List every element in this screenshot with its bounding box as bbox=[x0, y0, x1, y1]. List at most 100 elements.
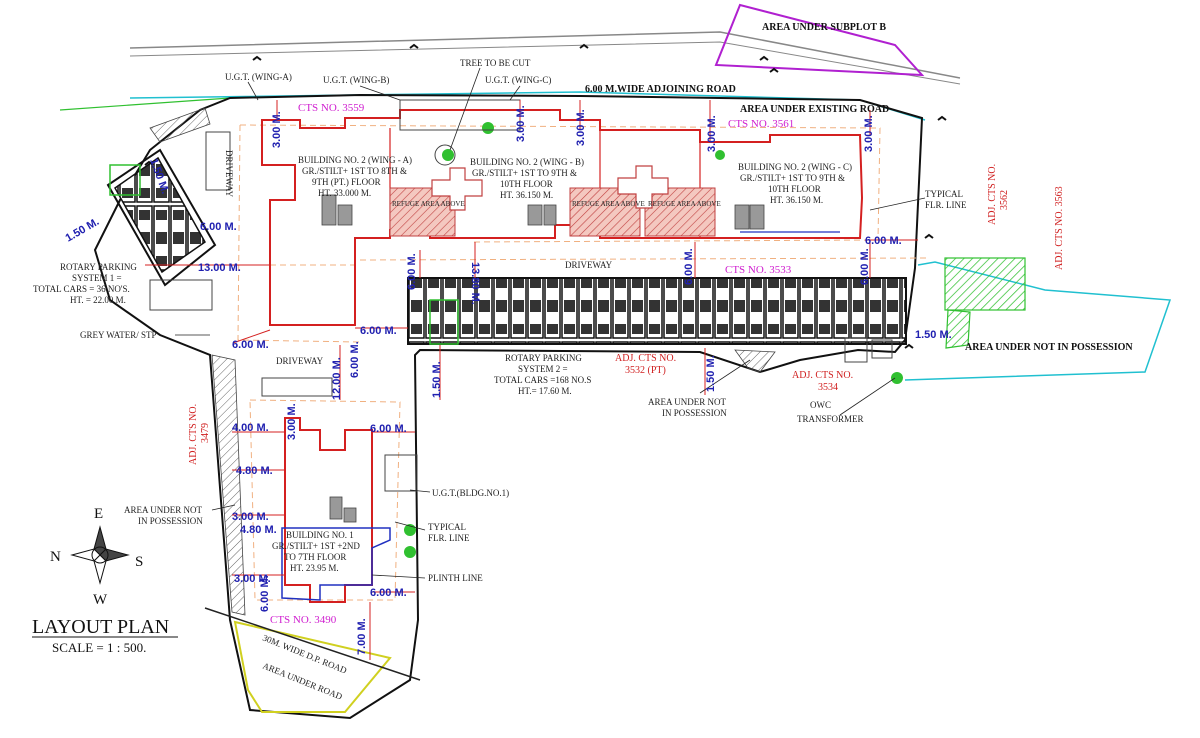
svg-text:3.00 M.: 3.00 M. bbox=[515, 105, 527, 142]
typical-flr-line-top-l1: TYPICAL bbox=[925, 189, 963, 199]
svg-text:7.00 M.: 7.00 M. bbox=[356, 618, 368, 655]
svg-text:3.00 M.: 3.00 M. bbox=[271, 111, 283, 148]
typical-floor-line-bldg1 bbox=[281, 527, 391, 601]
svg-text:3.00 M.: 3.00 M. bbox=[286, 403, 298, 440]
core-blocks bbox=[321, 194, 765, 523]
dim-300-g: 3.00 M. bbox=[232, 511, 269, 523]
dim-600-v2: 6.00 M. bbox=[683, 248, 695, 285]
dim-480-b: 4.80 M. bbox=[240, 524, 277, 536]
subplot-b-label: AREA UNDER SUBPLOT B bbox=[762, 22, 886, 33]
plan-scale: SCALE = 1 : 500. bbox=[52, 640, 146, 655]
dim-300-b: 3.00 M. bbox=[515, 105, 527, 142]
building-wing-b-label: BUILDING NO. 2 (WING - B) GR./STILT+ 1ST… bbox=[470, 157, 584, 200]
svg-text:3479: 3479 bbox=[200, 423, 211, 443]
svg-text:6.00 M.: 6.00 M. bbox=[859, 248, 871, 285]
dim-600-low-left: 6.00 M. bbox=[232, 339, 269, 351]
building-1-label: BUILDING NO. 1 GR./STILT+ 1ST +2ND TO 7T… bbox=[272, 530, 360, 573]
compass-east-label: E bbox=[94, 506, 103, 522]
svg-text:GR./STILT+ 1ST TO 8TH &: GR./STILT+ 1ST TO 8TH & bbox=[302, 166, 407, 176]
svg-text:1.50 M.: 1.50 M. bbox=[64, 216, 102, 245]
svg-text:BUILDING NO. 2 (WING - C): BUILDING NO. 2 (WING - C) bbox=[738, 162, 852, 172]
svg-text:6.00 M.: 6.00 M. bbox=[683, 248, 695, 285]
right-adjoining-region bbox=[904, 257, 1172, 381]
dim-700: 7.00 M. bbox=[356, 618, 368, 655]
svg-text:1.50 M.: 1.50 M. bbox=[705, 355, 717, 392]
dim-300-h: 3.00 M. bbox=[234, 573, 271, 585]
refuge-label-b: REFUGE AREA ABOVE bbox=[392, 200, 465, 208]
adj-cts-3562-label: ADJ. CTS NO. 3562 bbox=[987, 164, 1010, 225]
typical-flr-line-bottom-l1: TYPICAL bbox=[428, 522, 466, 532]
svg-text:10TH FLOOR: 10TH FLOOR bbox=[500, 179, 553, 189]
owc-label: OWC bbox=[810, 400, 831, 410]
adj-cts-3479-label: ADJ. CTS NO. 3479 bbox=[188, 404, 211, 465]
svg-text:3.00 M.: 3.00 M. bbox=[575, 109, 587, 146]
adjoining-road-label: 6.00 M.WIDE ADJOINING ROAD bbox=[585, 84, 736, 95]
driveway-label-lower: DRIVEWAY bbox=[276, 356, 324, 366]
not-possession-right-label: AREA UNDER NOT IN POSSESSION bbox=[965, 342, 1133, 353]
compass-north-label: N bbox=[50, 549, 61, 565]
utility-boxes bbox=[149, 99, 893, 492]
adj-cts-3532-label-l2: 3532 (PT) bbox=[625, 365, 666, 376]
dim-600-v5: 6.00 M. bbox=[259, 575, 271, 612]
svg-text:HT.= 17.60 M.: HT.= 17.60 M. bbox=[518, 386, 572, 396]
dim-150-right: 1.50 M. bbox=[915, 329, 952, 341]
dim-600-mid: 6.00 M. bbox=[360, 325, 397, 337]
plinth-line-label: PLINTH LINE bbox=[428, 573, 483, 583]
dim-600-v3: 6.00 M. bbox=[859, 248, 871, 285]
transformer-label: TRANSFORMER bbox=[797, 414, 864, 424]
svg-text:BUILDING NO. 2 (WING - B): BUILDING NO. 2 (WING - B) bbox=[470, 157, 584, 167]
svg-text:10TH FLOOR: 10TH FLOOR bbox=[768, 184, 821, 194]
adj-cts-3534-label-l2: 3534 bbox=[818, 382, 838, 393]
svg-text:3.00 M.: 3.00 M. bbox=[706, 115, 718, 152]
plan-title: LAYOUT PLAN bbox=[32, 616, 169, 638]
dim-300-c: 3.00 M. bbox=[575, 109, 587, 146]
ugt-wing-c-label: U.G.T. (WING-C) bbox=[485, 75, 551, 85]
pole-markers bbox=[144, 43, 947, 349]
refuge-label-c2: REFUGE AREA ABOVE bbox=[648, 200, 721, 208]
cts-3533-label: CTS NO. 3533 bbox=[725, 264, 792, 276]
svg-text:ROTARY PARKING: ROTARY PARKING bbox=[505, 353, 582, 363]
existing-road-label: AREA UNDER EXISTING ROAD bbox=[740, 104, 889, 115]
svg-text:HT. 36.150 M.: HT. 36.150 M. bbox=[500, 190, 553, 200]
svg-text:DRIVEWAY: DRIVEWAY bbox=[224, 150, 234, 198]
dim-600-left: 6.00 M. bbox=[200, 221, 237, 233]
dim-1300: 13.00 M. bbox=[198, 262, 241, 274]
dim-600-b1-bottom: 6.00 M. bbox=[370, 587, 407, 599]
rotary-parking-1-label: ROTARY PARKING SYSTEM 1 = TOTAL CARS = 3… bbox=[33, 262, 137, 305]
compass-rose bbox=[70, 525, 130, 585]
dim-150-v1: 1.50 M. bbox=[431, 361, 443, 398]
typical-flr-line-bottom-l2: FLR. LINE bbox=[428, 533, 470, 543]
svg-text:ROTARY PARKING: ROTARY PARKING bbox=[60, 262, 137, 272]
tree-to-be-cut-label: TREE TO BE CUT bbox=[460, 58, 531, 68]
svg-text:1.50 M.: 1.50 M. bbox=[431, 361, 443, 398]
svg-text:SYSTEM 1 =: SYSTEM 1 = bbox=[72, 273, 122, 283]
svg-text:BUILDING NO. 2 (WING - A): BUILDING NO. 2 (WING - A) bbox=[298, 155, 412, 165]
dim-300-f: 3.00 M. bbox=[286, 403, 298, 440]
building-wing-a-label: BUILDING NO. 2 (WING - A) GR./STILT+ 1ST… bbox=[298, 155, 412, 198]
svg-text:GR./STILT+ 1ST TO 9TH &: GR./STILT+ 1ST TO 9TH & bbox=[740, 173, 845, 183]
rotary-parking-2-label: ROTARY PARKING SYSTEM 2 = TOTAL CARS =16… bbox=[494, 353, 591, 396]
dim-600-v1: 6.00 M. bbox=[406, 253, 418, 290]
ugt-bldg1-label: U.G.T.(BLDG.NO.1) bbox=[432, 488, 509, 498]
typical-flr-line-top-l2: FLR. LINE bbox=[925, 200, 967, 210]
compass-west-label: W bbox=[93, 592, 108, 608]
svg-text:6.00 M.: 6.00 M. bbox=[349, 341, 361, 378]
svg-text:ADJ. CTS NO. 3563: ADJ. CTS NO. 3563 bbox=[1054, 186, 1065, 270]
grey-strip-right bbox=[734, 349, 776, 373]
dim-600-v4: 6.00 M. bbox=[349, 341, 361, 378]
ugt-wing-b-label: U.G.T. (WING-B) bbox=[323, 75, 389, 85]
site-boundary bbox=[93, 93, 924, 720]
svg-text:ADJ. CTS NO.: ADJ. CTS NO. bbox=[188, 404, 199, 465]
building-1-outline bbox=[284, 417, 373, 603]
compass-south-label: S bbox=[135, 554, 143, 570]
cts-3561-label: CTS NO. 3561 bbox=[728, 118, 794, 130]
rotary-parking-1 bbox=[106, 148, 217, 287]
dim-600-b1-right: 6.00 M. bbox=[370, 423, 407, 435]
svg-text:ADJ. CTS NO.: ADJ. CTS NO. bbox=[987, 164, 998, 225]
svg-text:TOTAL CARS =168 NO.S: TOTAL CARS =168 NO.S bbox=[494, 375, 591, 385]
grey-water-stp-label: GREY WATER/ STP bbox=[80, 330, 157, 340]
dim-480-a: 4.80 M. bbox=[236, 465, 273, 477]
dim-300-d: 3.00 M. bbox=[706, 115, 718, 152]
refuge-label-c1: REFUGE AREA ABOVE bbox=[572, 200, 645, 208]
dim-300-e: 3.00 M. bbox=[863, 115, 875, 152]
